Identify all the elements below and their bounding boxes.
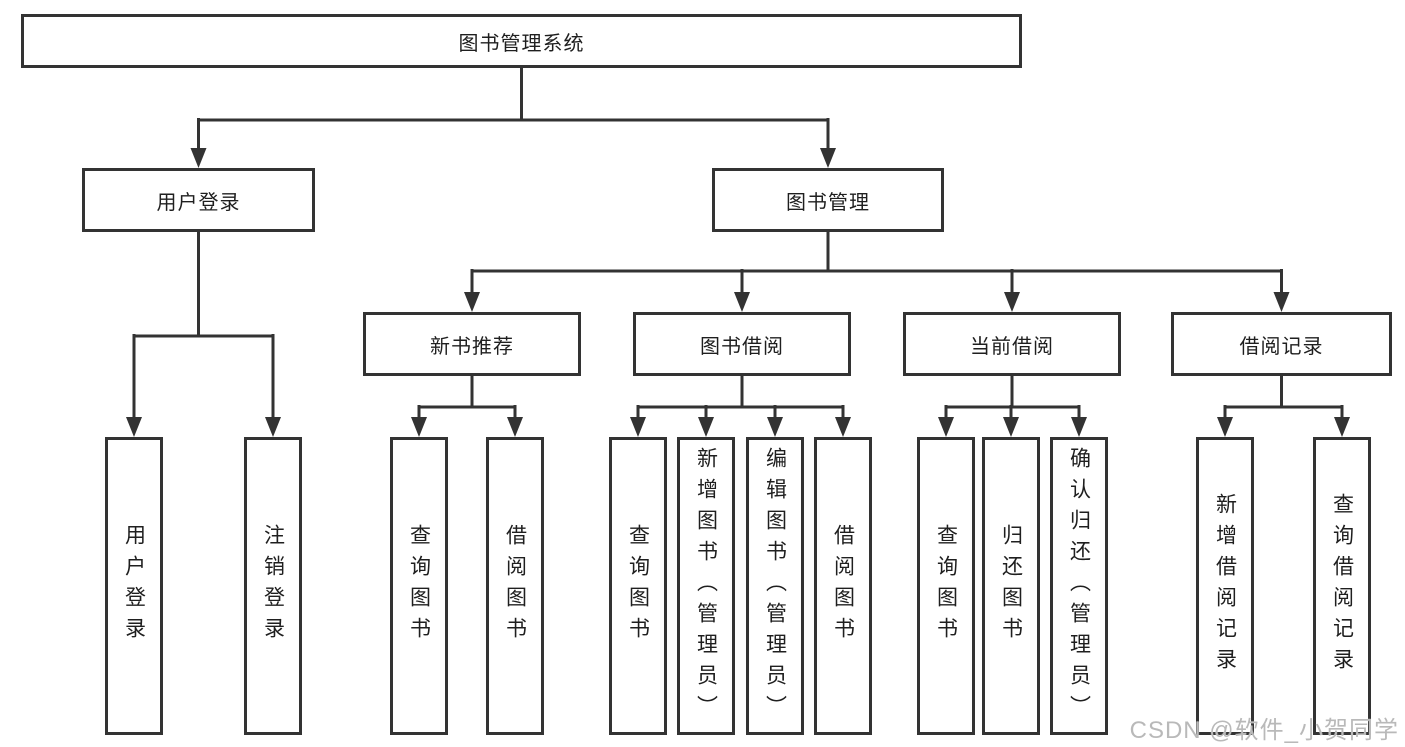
leaf-logout: 注销登录 (244, 437, 302, 735)
leaf-label: 查询图书 (934, 524, 958, 648)
leaf-label: 归还图书 (999, 524, 1023, 648)
connector-user-login-children (126, 232, 281, 437)
node-borrow-records: 借阅记录 (1171, 312, 1392, 376)
leaf-label: 查询图书 (407, 524, 431, 648)
leaf-query-books-recommend: 查询图书 (390, 437, 448, 735)
leaf-return-books: 归还图书 (982, 437, 1040, 735)
node-current-borrow: 当前借阅 (903, 312, 1121, 376)
node-book-management: 图书管理 (712, 168, 944, 232)
connector-book-mgmt-to-level3 (464, 232, 1290, 312)
leaf-borrow-books: 借阅图书 (814, 437, 872, 735)
leaf-add-borrow-record: 新增借阅记录 (1196, 437, 1254, 735)
connector-borrow-record-children (1217, 376, 1350, 437)
connector-new-book-children (411, 376, 523, 437)
leaf-label: 借阅图书 (503, 524, 527, 648)
leaf-label: 确认归还（管理员） (1067, 446, 1091, 726)
leaf-query-borrow-record: 查询借阅记录 (1313, 437, 1371, 735)
leaf-query-books-current: 查询图书 (917, 437, 975, 735)
leaf-label: 新增借阅记录 (1213, 493, 1237, 679)
leaf-borrow-books-recommend: 借阅图书 (486, 437, 544, 735)
leaf-user-login: 用户登录 (105, 437, 163, 735)
leaf-label: 用户登录 (122, 524, 146, 648)
leaf-label: 注销登录 (261, 524, 285, 648)
leaf-label: 新增图书（管理员） (694, 446, 718, 726)
leaf-query-books-borrow: 查询图书 (609, 437, 667, 735)
leaf-label: 编辑图书（管理员） (763, 446, 787, 726)
csdn-watermark: CSDN @软件_小贺同学 (1129, 717, 1399, 744)
leaf-confirm-return-admin: 确认归还（管理员） (1050, 437, 1108, 735)
leaf-label: 查询借阅记录 (1330, 493, 1354, 679)
node-user-login: 用户登录 (82, 168, 315, 232)
leaf-label: 借阅图书 (831, 524, 855, 648)
node-new-book-recommend: 新书推荐 (363, 312, 581, 376)
leaf-add-book-admin: 新增图书（管理员） (677, 437, 735, 735)
leaf-edit-book-admin: 编辑图书（管理员） (746, 437, 804, 735)
connector-current-borrow-children (938, 376, 1087, 437)
node-library-system: 图书管理系统 (21, 14, 1022, 68)
connector-book-borrow-children (630, 376, 851, 437)
connector-root-to-level2 (190, 68, 836, 168)
leaf-label: 查询图书 (626, 524, 650, 648)
node-book-borrow: 图书借阅 (633, 312, 851, 376)
